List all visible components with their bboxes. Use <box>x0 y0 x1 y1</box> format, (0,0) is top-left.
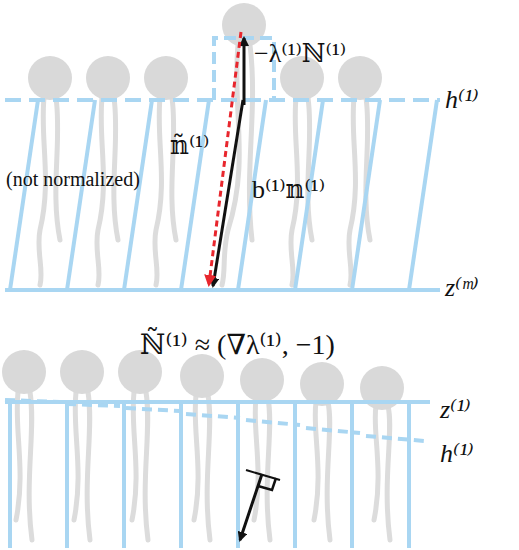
lipid-heads <box>144 56 188 100</box>
cell-frames <box>5 400 430 548</box>
vector-label: ℕ̃⁽¹⁾ ≈ (∇λ⁽¹⁾, −1) <box>140 330 335 361</box>
normal-vector <box>258 478 276 490</box>
vector-label: 𝕟̃⁽¹⁾ <box>170 132 209 161</box>
lipid-tails <box>145 392 148 540</box>
lipid-heads <box>2 350 46 394</box>
lipid-tails <box>97 98 104 285</box>
surface-label: h⁽¹⁾ <box>440 440 474 469</box>
vectors <box>209 32 244 286</box>
cell-frames <box>10 100 38 290</box>
cell-frames <box>67 100 95 290</box>
cell-frames <box>352 100 380 290</box>
lipid-tails <box>155 98 162 285</box>
lipid-heads <box>28 3 382 100</box>
cell-frames <box>181 100 209 290</box>
vector-label: b⁽¹⁾𝕟⁽¹⁾ <box>252 176 325 205</box>
lipid-tails <box>39 98 46 285</box>
lipid-heads <box>300 362 344 406</box>
lipid-tails <box>29 392 32 540</box>
cell-frames <box>179 402 183 548</box>
cell-frames <box>236 402 240 548</box>
cell-frames <box>8 402 12 548</box>
lipid-tails <box>374 406 378 520</box>
lipid-tails <box>87 392 90 540</box>
note-label: (not normalized) <box>6 168 140 190</box>
cell-frames <box>409 100 437 290</box>
vectors <box>213 100 243 286</box>
lipid-tails <box>267 398 270 540</box>
lipid-tails <box>74 392 78 520</box>
lipid-heads <box>180 354 224 398</box>
lipid-heads <box>28 56 72 100</box>
cell-frames <box>5 38 440 290</box>
vector-label: −λ⁽¹⁾ℕ⁽¹⁾ <box>254 40 346 69</box>
cell-frames <box>5 288 440 292</box>
lipid-tails <box>39 45 370 285</box>
cell-frames <box>350 402 354 548</box>
vectors <box>209 32 241 284</box>
surface-label: h⁽¹⁾ <box>445 86 479 115</box>
lipid-tails <box>387 406 390 540</box>
lipid-heads <box>60 350 104 394</box>
lipid-tails <box>16 392 20 520</box>
vectors <box>243 38 246 105</box>
surface-label: z⁽ᵐ⁾ <box>445 274 479 303</box>
cell-frames <box>5 98 440 102</box>
normal-vector <box>240 474 262 540</box>
lipid-tails <box>349 98 356 285</box>
lipid-tails <box>314 402 318 520</box>
lipid-heads <box>240 358 284 402</box>
normal-vector <box>240 470 280 540</box>
normal-vector <box>246 470 280 480</box>
lipid-tails <box>172 98 176 240</box>
cell-frames <box>65 402 69 548</box>
lipid-heads <box>86 56 130 100</box>
cell-frames <box>293 402 297 548</box>
cell-frames <box>124 100 152 290</box>
cell-frames <box>407 402 411 548</box>
cell-frames <box>122 402 126 548</box>
lipid-tails <box>327 402 330 540</box>
lipid-tails <box>254 398 258 520</box>
lipid-tails <box>132 392 136 520</box>
surface-label: z⁽¹⁾ <box>440 396 471 425</box>
